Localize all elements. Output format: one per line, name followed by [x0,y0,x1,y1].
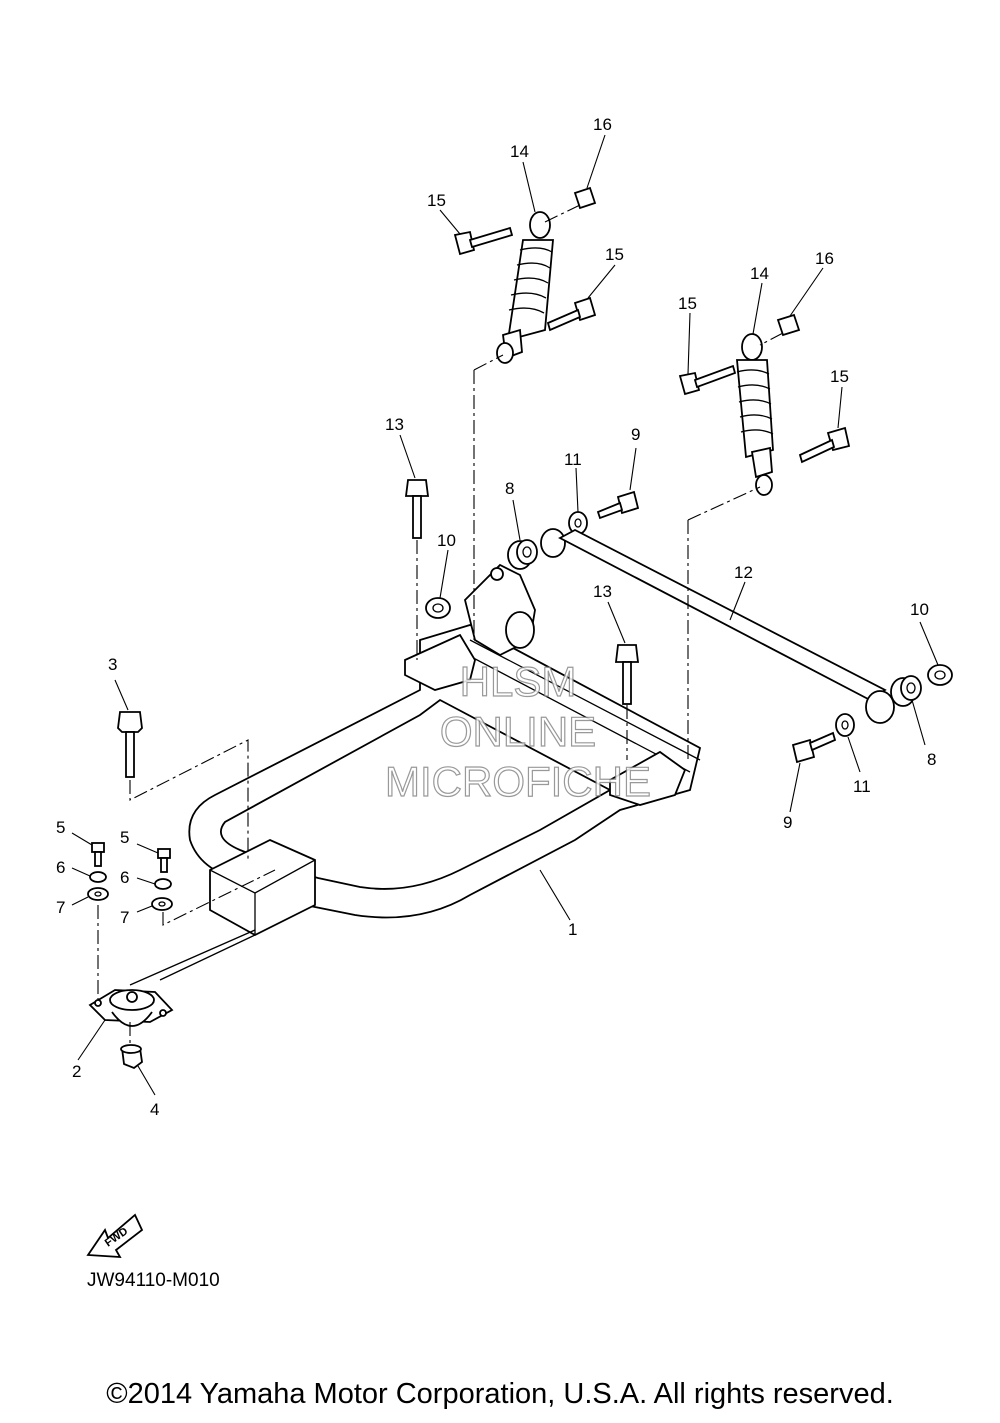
callout-7-left: 7 [56,898,65,917]
callout-15-left-upper: 15 [427,191,446,210]
bolt-13-right [614,644,640,705]
bolt-9-right [791,731,837,764]
bolt-15-right-lower [798,426,851,464]
fwd-arrow-icon: FWD [86,1213,144,1259]
callout-6-right: 6 [120,868,129,887]
frame-assembly [129,563,702,986]
bushing-10-right [927,664,953,686]
callout-16-left: 16 [593,115,612,134]
callout-10-right: 10 [910,600,929,619]
callout-13-right: 13 [593,582,612,601]
bolt-15-right-upper [678,364,737,396]
callout-15-right-upper: 15 [678,294,697,313]
callout-11-right: 11 [853,777,871,796]
alignment-lines [97,204,784,1045]
callout-15-left-lower: 15 [605,245,624,264]
bolt-15-left-lower [546,296,597,332]
callout-3: 3 [108,655,117,674]
callout-1: 1 [568,920,577,939]
shock-absorber-left [496,211,554,364]
callout-14-right: 14 [750,264,769,283]
washer-7-right [151,897,173,911]
bolt-5-right [157,848,171,873]
callout-2: 2 [72,1062,81,1081]
watermark: HLSM ONLINE MICROFICHE [384,657,651,805]
bushing-8-left [507,539,538,570]
callout-4: 4 [150,1100,159,1119]
tie-rod [558,528,895,724]
callout-8-left: 8 [505,479,514,498]
diagram-code: JW94110-M010 [87,1270,220,1291]
callout-12: 12 [734,563,753,582]
callout-5-right: 5 [120,828,129,847]
bolt-5-left [91,842,105,867]
callout-9-left: 9 [631,425,640,444]
nut-16-right [776,313,801,337]
bolt-3 [117,711,143,778]
copyright-notice: ©2014 Yamaha Motor Corporation, U.S.A. A… [106,1378,894,1410]
shock-absorber-right [736,333,774,496]
callout-9-right: 9 [783,813,792,832]
callout-labels: 1 2 3 4 5 5 6 6 7 7 8 8 9 9 10 10 11 11 … [56,115,936,1119]
collar-left [540,528,566,558]
callout-16-right: 16 [815,249,834,268]
bolt-9-left [596,490,640,520]
rubber-mount [88,989,174,1027]
callout-14-left: 14 [510,142,529,161]
bushing-10-left [425,597,451,619]
washer-7-left [87,887,109,901]
bolt-13-left [404,479,430,539]
watermark-line-2: ONLINE [440,708,596,755]
watermark-line-3: MICROFICHE [385,758,651,805]
callout-8-right: 8 [927,750,936,769]
bolt-15-left-upper [453,226,514,256]
watermark-line-1: HLSM [460,658,577,705]
callout-13-left: 13 [385,415,404,434]
leader-lines [71,134,939,1096]
callout-15-right-lower: 15 [830,367,849,386]
washer-11-right [835,713,855,737]
callout-10-left: 10 [437,531,456,550]
callout-11-left: 11 [564,450,582,469]
bushing-8-right [890,675,922,707]
nut-16-left [573,186,597,210]
washer-6-left [89,871,107,883]
washer-6-right [154,878,172,890]
flange-nut [120,1044,143,1070]
callout-7-right: 7 [120,908,129,927]
callout-6-left: 6 [56,858,65,877]
callout-5-left: 5 [56,818,65,837]
